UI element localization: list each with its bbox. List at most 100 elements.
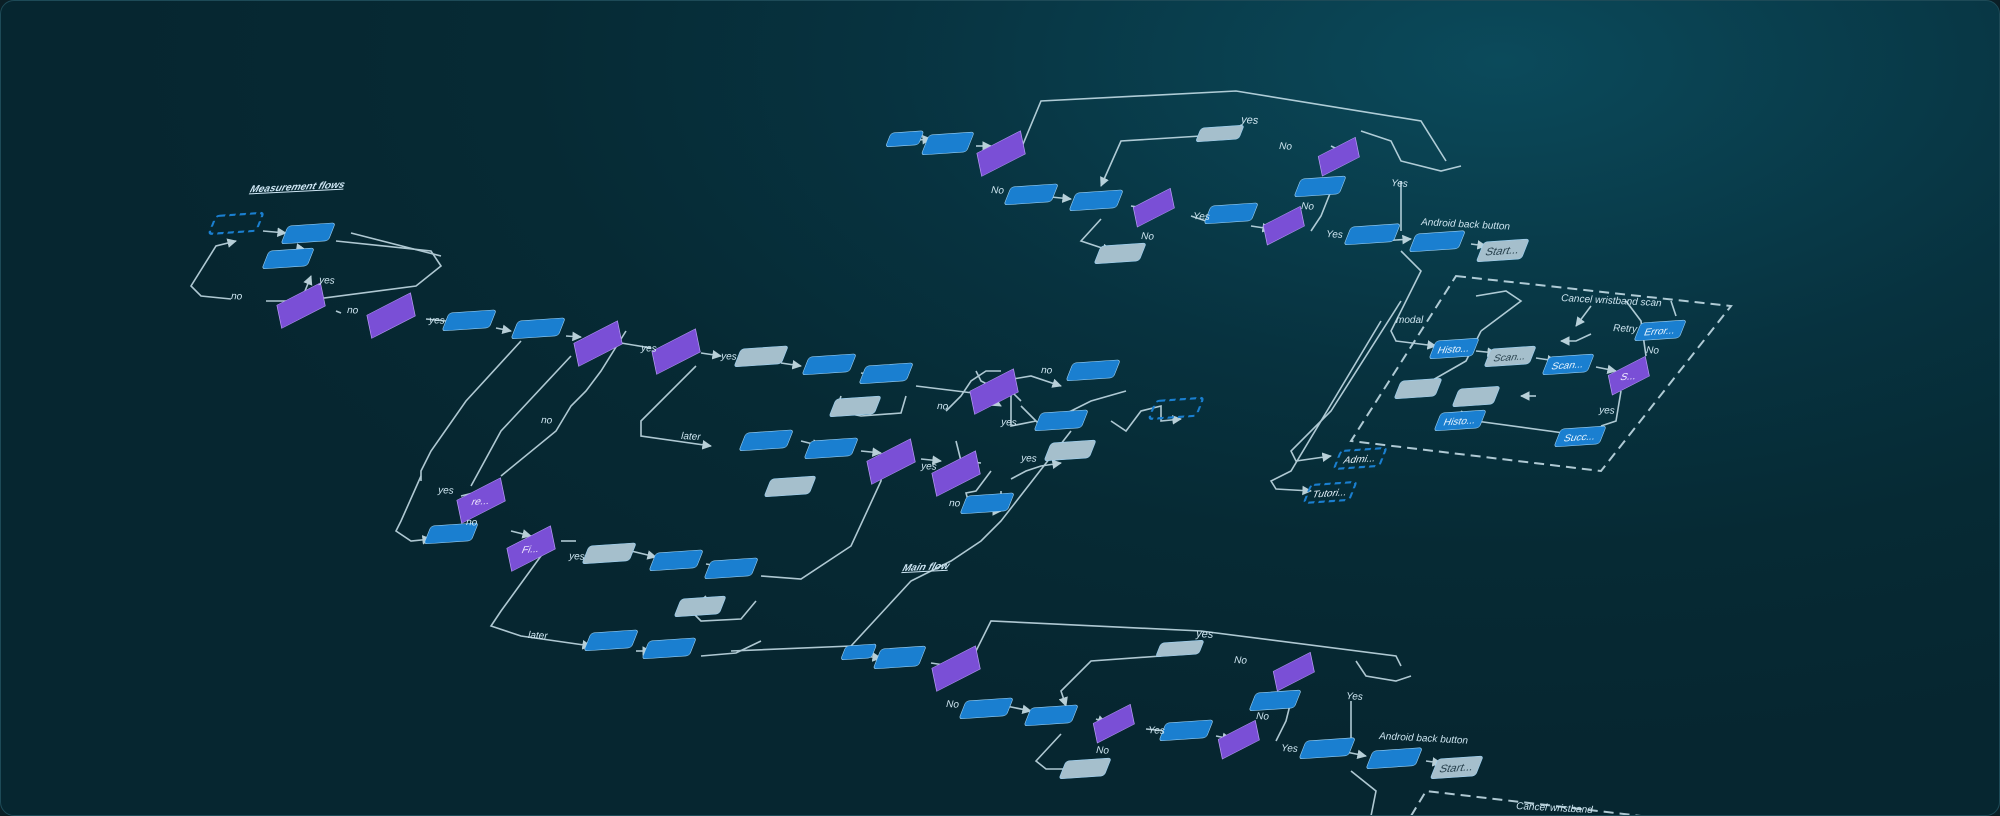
meas-node-12-shape [424,522,478,545]
meas-node-9 [739,429,793,452]
top-retry-pin [1294,175,1346,198]
top-retry-pin-shape [1294,175,1346,198]
meas-node-16-shape [642,637,696,660]
meas-grey-1-shape [734,345,788,368]
meas-later-label-1: later [681,431,702,443]
top-yes-label-1: yes [1240,114,1259,127]
bottom-yes-label-1: yes [1195,628,1214,641]
top-cancel-scan: Cancel wristband scan [1561,293,1662,309]
top-histo-1-shape [1429,337,1479,360]
top-tutorial: Tutori... [1303,481,1357,504]
meas-fi-diamond-label: Fi... [520,543,542,556]
bottom-start-node-label: Start... [1437,762,1475,776]
meas-decision-6-shape [866,438,916,485]
top-no-label-5: No [1646,345,1660,357]
bottom-decision-1-shape [931,645,981,692]
top-s-diamond: S... [1607,355,1650,396]
bottom-grey-banner [1156,639,1204,658]
meas-decision-7-shape [931,450,981,497]
meas-node-10-shape [804,437,858,460]
meas-node-1-shape [281,222,335,245]
top-start-node-label: Start... [1483,245,1521,259]
bottom-main-menu-shape [1366,747,1422,770]
meas-re-diamond-shape [456,477,506,524]
meas-node-13 [649,549,703,572]
top-decision-4-shape [1317,136,1360,177]
top-decision-2-shape [1132,187,1175,228]
meas-node-12 [424,522,478,545]
top-decision-3 [1262,205,1305,246]
top-scan-2: Scan... [1542,353,1594,376]
top-yes-label-2: Yes [1193,211,1210,223]
meas-node-8-shape [1034,409,1088,432]
top-searching-devices [1004,183,1058,206]
top-grey-box-1 [1394,378,1442,400]
meas-no-label-2: no [347,305,359,317]
top-histo-2-label: Histo... [1442,416,1478,429]
top-start-node-shape [1476,238,1529,263]
meas-node-14-shape [704,557,758,580]
bottom-decision-3 [1217,719,1260,760]
top-grey-box-2-shape [1452,386,1500,408]
meas-node-4 [511,317,565,340]
bottom-yes-label-3: Yes [1281,743,1298,755]
top-yes-label-4: Yes [1391,178,1408,190]
meas-node-3 [442,309,496,332]
meas-node-6-shape [859,362,913,385]
top-decision-1-shape [976,130,1026,177]
flow-nodes: Start...Histo...Scan...Scan...Error...S.… [208,124,1686,780]
top-succ-shape [1554,425,1606,448]
meas-no-label-5: no [1041,365,1053,377]
meas-decision-1-shape [276,282,326,329]
top-grey-box-1-shape [1394,378,1442,400]
meas-re-diamond-label: re... [469,495,491,508]
connector-lines [189,90,1733,815]
meas-grey-4 [764,475,816,498]
meas-no-label-3: no [541,415,553,427]
bottom-start-circle-shape [841,643,877,661]
top-s-diamond-label: S... [1618,371,1638,383]
bottom-decision-1 [931,645,981,692]
meas-node-2-shape [262,247,314,270]
meas-decision-2-shape [366,292,416,339]
bottom-device-list-shape [1024,704,1078,727]
top-searching-devices-shape [1004,183,1058,206]
top-admin-label: Admi... [1342,454,1378,467]
bottom-searching-devices [959,697,1013,720]
top-main-menu [1409,230,1465,253]
meas-node-15-shape [584,629,638,652]
meas-decision-4 [651,328,701,375]
meas-node-6 [859,362,913,385]
top-error: Error... [1634,319,1686,342]
bottom-enable-bluetooth [1059,757,1111,780]
meas-yes-label-4: yes [720,351,737,363]
top-histo-2-shape [1434,409,1486,432]
bottom-retry-pin-shape [1249,689,1301,712]
top-succ: Succ... [1554,425,1606,448]
top-start-circle [886,130,924,148]
top-decision-1 [976,130,1026,177]
bottom-retry-pin [1249,689,1301,712]
top-grey-banner-shape [1196,124,1244,143]
meas-node-15 [584,629,638,652]
bottom-decision-2 [1092,703,1135,744]
meas-later-label-2: later [528,630,549,642]
meas-node-1 [281,222,335,245]
top-grey-box-2 [1452,386,1500,408]
bottom-start-circle [841,643,877,661]
bottom-decision-4 [1272,651,1315,692]
top-yes-label-3: Yes [1326,229,1343,241]
top-no-label-2: No [991,185,1005,197]
bottom-enable-bluetooth-shape [1059,757,1111,780]
meas-decision-1 [276,282,326,329]
bottom-grey-banner-shape [1156,639,1204,658]
bottom-cancel-scan: Cancel wristband [1516,801,1594,816]
bottom-searching-devices-shape [959,697,1013,720]
bottom-sync-started [1299,737,1355,760]
meas-node-14 [704,557,758,580]
top-retry-label: Retry [1613,323,1638,335]
top-histo-1-label: Histo... [1436,344,1472,357]
top-modal-label: modal [1396,315,1424,326]
